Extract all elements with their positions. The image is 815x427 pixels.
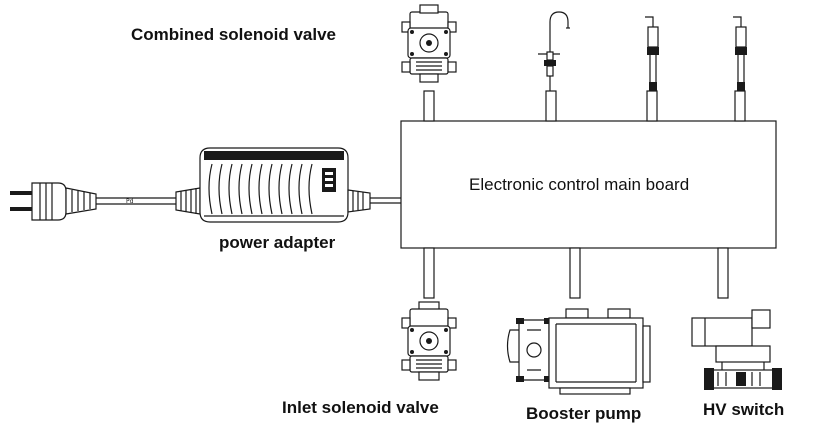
hv-switch-label: HV switch	[703, 400, 784, 419]
combined-valve-label: Combined solenoid valve	[131, 25, 336, 44]
probe-sensor-icon-a	[645, 16, 659, 91]
connector-top-1	[423, 90, 435, 122]
svg-text:Pd: Pd	[126, 198, 134, 205]
main-board-box	[400, 120, 777, 249]
faucet-icon	[538, 11, 570, 91]
connector-bottom-1	[423, 247, 435, 299]
cord-adapter-to-board	[370, 197, 401, 204]
inlet-valve-label: Inlet solenoid valve	[282, 398, 439, 417]
probe-sensor-icon-b	[733, 16, 747, 91]
power-adapter-label: power adapter	[219, 233, 336, 252]
connector-top-4	[734, 90, 746, 122]
main-board-label: Electronic control main board	[469, 175, 689, 194]
pressure-switch-icon	[691, 309, 782, 390]
booster-pump-icon	[506, 308, 651, 395]
connector-bottom-3	[717, 247, 729, 299]
inlet-valve-icon	[401, 301, 457, 381]
combined-valve-icon	[401, 4, 457, 83]
cord-plug-to-adapter	[96, 197, 176, 205]
booster-pump-label: Booster pump	[526, 404, 641, 423]
connector-top-3	[646, 90, 658, 122]
power-plug-icon	[10, 182, 97, 221]
power-adapter-icon	[175, 147, 371, 223]
connector-top-2	[545, 90, 557, 122]
connector-bottom-2	[569, 247, 581, 299]
